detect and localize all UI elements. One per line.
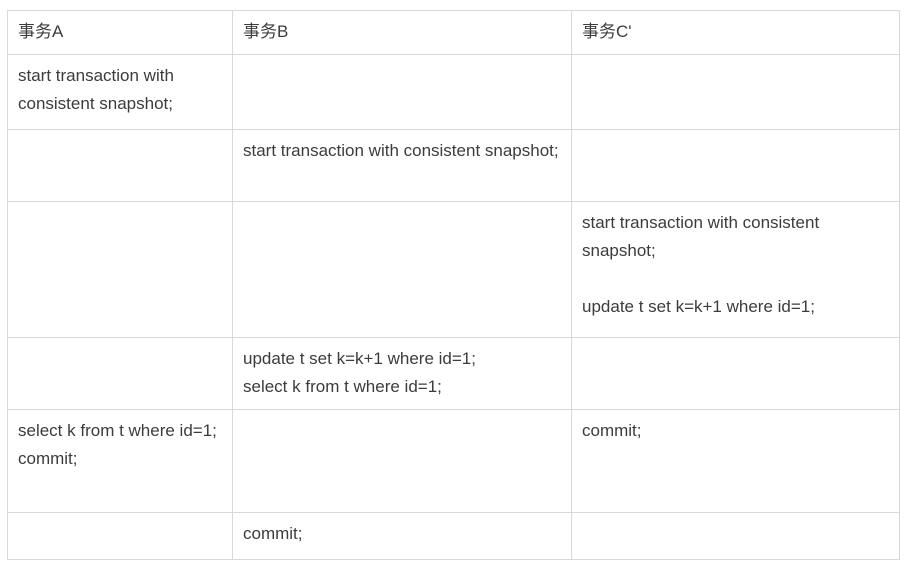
table-row: start transaction with consistent snapsh… xyxy=(7,201,900,338)
column-header-transaction-b: 事务B xyxy=(232,10,572,55)
header-row: 事务A 事务B 事务C' xyxy=(7,10,900,55)
table-row: start transaction with consistent snapsh… xyxy=(7,54,900,130)
cell-a-select-commit: select k from t where id=1; commit; xyxy=(7,409,233,513)
cell-c-commit: commit; xyxy=(571,409,900,513)
column-header-transaction-c: 事务C' xyxy=(571,10,900,55)
cell-empty xyxy=(7,512,233,560)
cell-a-start-transaction: start transaction with consistent snapsh… xyxy=(7,54,233,130)
column-header-transaction-a: 事务A xyxy=(7,10,233,55)
cell-b-commit: commit; xyxy=(232,512,572,560)
table-row: commit; xyxy=(7,512,900,560)
cell-empty xyxy=(571,337,900,410)
cell-empty xyxy=(571,54,900,130)
cell-empty xyxy=(7,201,233,338)
cell-empty xyxy=(7,129,233,202)
cell-empty xyxy=(7,337,233,410)
cell-c-start-and-update: start transaction with consistent snapsh… xyxy=(571,201,900,338)
cell-empty xyxy=(232,54,572,130)
cell-empty xyxy=(571,512,900,560)
table-row: update t set k=k+1 where id=1; select k … xyxy=(7,337,900,410)
cell-empty xyxy=(232,201,572,338)
table-row: select k from t where id=1; commit; comm… xyxy=(7,409,900,513)
table-row: start transaction with consistent snapsh… xyxy=(7,129,900,202)
transaction-table: 事务A 事务B 事务C' start transaction with cons… xyxy=(7,10,900,560)
cell-b-start-transaction: start transaction with consistent snapsh… xyxy=(232,129,572,202)
cell-empty xyxy=(232,409,572,513)
cell-empty xyxy=(571,129,900,202)
cell-b-update-select: update t set k=k+1 where id=1; select k … xyxy=(232,337,572,410)
